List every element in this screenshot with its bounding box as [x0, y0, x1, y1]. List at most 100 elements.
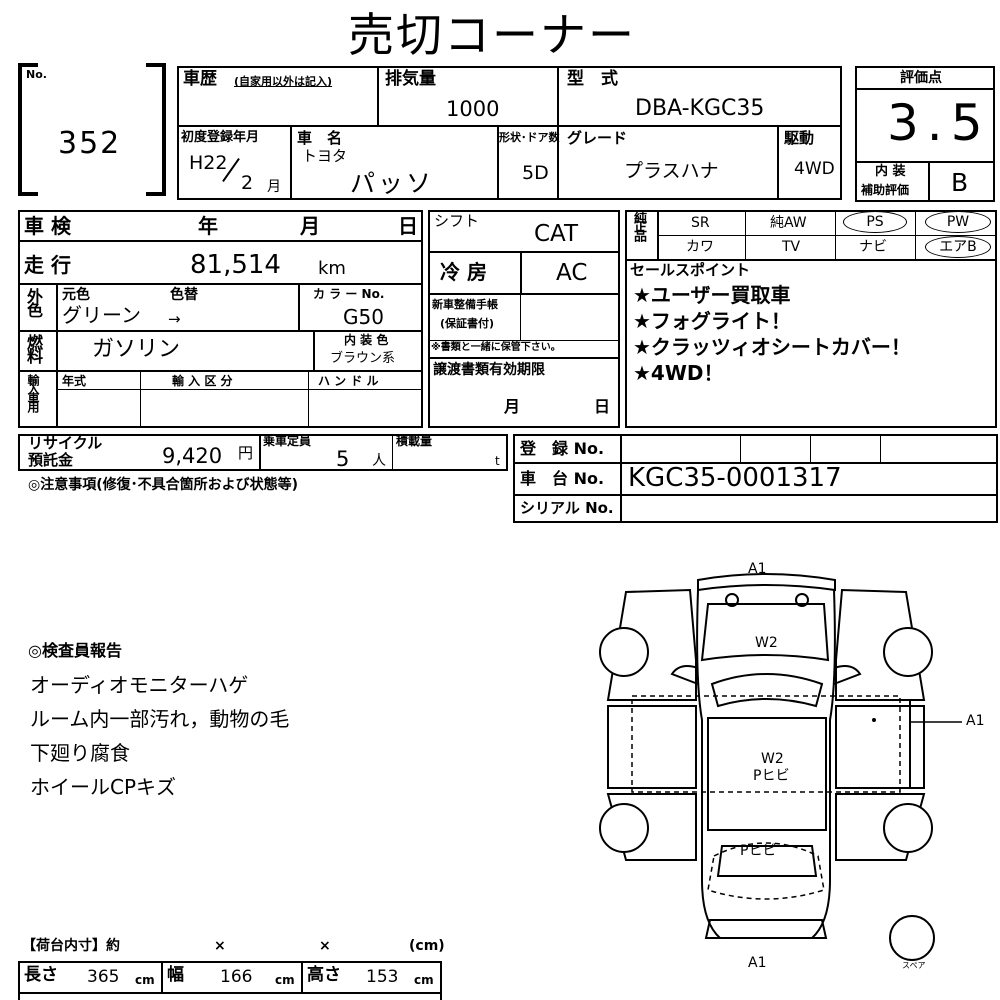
first-reg-month-unit: 月: [267, 179, 281, 195]
warranty-label: 新車整備手帳: [432, 298, 498, 311]
chassis-label: 車 台 No.: [520, 469, 605, 488]
inspector-line-4: ホイールCPキズ: [30, 775, 177, 799]
grade-label: グレード: [567, 129, 628, 147]
fuel-side-label: 燃料: [24, 334, 43, 362]
warranty-sublabel: (保証書付): [440, 317, 495, 330]
cargo-length: 365: [87, 967, 120, 987]
capacity-unit: 人: [372, 453, 386, 469]
caution-label: ◎注意事項(修復･不具合箇所および状態等): [28, 477, 299, 493]
inspector-line-2: ルーム内一部汚れ，動物の毛: [30, 707, 290, 731]
aircon-label: 冷 房: [440, 260, 487, 284]
interior-score-sublabel: 補助評価: [861, 183, 910, 197]
cargo-height-unit: cm: [414, 973, 434, 987]
warranty-note: ※書類と一緒に保管下さい。: [431, 342, 561, 353]
grade-value: プラスハナ: [624, 160, 719, 182]
diagram-roof-mark-1: W2: [761, 751, 784, 767]
sales-point-1: ★ユーザー買取車: [633, 283, 791, 307]
exterior-side-label: 外色: [24, 288, 43, 316]
exterior-orig-label: 元色: [62, 287, 90, 303]
aircon-value: AC: [556, 260, 588, 286]
inspector-line-1: オーディオモニターハゲ: [30, 673, 249, 697]
score-box: [855, 66, 995, 202]
option-ps: PS: [843, 211, 907, 233]
lot-number: 352: [58, 126, 122, 161]
shift-value: CAT: [534, 221, 579, 247]
import-side-label: 輸入車用: [26, 374, 40, 410]
cargo-height-label: 高さ: [307, 965, 341, 985]
shaken-year: 年: [198, 214, 218, 238]
model-code-label: 型 式: [567, 69, 618, 89]
mileage-unit: km: [318, 258, 346, 279]
shaken-day: 日: [398, 214, 418, 238]
options-grid: [625, 210, 997, 428]
cargo-length-unit: cm: [135, 973, 155, 987]
recycle-unit: 円: [238, 444, 254, 462]
mileage-value: 81,514: [190, 250, 281, 280]
genuine-side-label: 純正品: [631, 211, 646, 238]
load-unit: t: [495, 454, 500, 468]
score-value: 3.5: [887, 94, 991, 152]
color-code-label: カ ラ ー No.: [313, 287, 385, 301]
diagram-roof-mark-2: Pヒビ: [753, 768, 790, 784]
diagram-side-mark: A1: [966, 713, 985, 729]
interior-score-value: B: [951, 168, 969, 197]
sales-point-3: ★クラッツィオシートカバー！: [633, 335, 911, 359]
cargo-x1: ×: [214, 938, 226, 954]
color-code-value: G50: [343, 305, 384, 329]
exterior-arrow: →: [168, 310, 181, 328]
cargo-x2: ×: [319, 938, 331, 954]
cargo-grid: [18, 961, 442, 1000]
lot-label: No.: [26, 68, 47, 81]
first-reg-era: H22: [189, 152, 228, 174]
cargo-unit-label: (cm): [409, 938, 445, 954]
cargo-label: 【荷台内寸】約: [22, 938, 120, 954]
transfer-day: 日: [594, 397, 611, 416]
import-year-label: 年式: [62, 374, 87, 388]
sales-point-4: ★4WD！: [633, 361, 724, 385]
serial-label: シリアル No.: [520, 499, 614, 517]
cargo-width-unit: cm: [275, 973, 295, 987]
drive-value: 4WD: [794, 159, 835, 179]
car-name-label: 車 名: [297, 129, 343, 147]
model-code-value: DBA-KGC35: [635, 96, 765, 121]
first-reg-month: 2: [241, 172, 254, 194]
diagram-rear-mark: Pヒビ: [740, 843, 777, 859]
registration-grid: [513, 434, 998, 523]
diagram-bottom-mark: A1: [748, 955, 767, 971]
diagram-spare-label: スペア: [902, 961, 926, 970]
registration-label: 登 録 No.: [520, 439, 605, 458]
transfer-label: 譲渡書類有効期限: [433, 362, 545, 378]
cargo-length-label: 長さ: [24, 965, 58, 985]
sales-points-label: セールスポイント: [630, 261, 751, 279]
exterior-color: グリーン: [62, 303, 141, 327]
import-handle-label: ハ ン ド ル: [318, 374, 379, 388]
doors-label: 形状･ドア数: [499, 131, 560, 144]
displacement-value: 1000: [446, 97, 500, 121]
interior-color-value: ブラウン系: [330, 351, 396, 366]
car-diagram: [599, 573, 962, 961]
page-title: 売切コーナー: [348, 8, 636, 62]
drive-label: 駆動: [784, 129, 815, 147]
exterior-change-label: 色替: [170, 287, 198, 303]
middle-grid: [428, 210, 620, 428]
cargo-height: 153: [366, 967, 399, 987]
recycle-row: [18, 434, 508, 471]
car-name: パッソ: [350, 169, 435, 198]
recycle-value: 9,420: [162, 444, 223, 468]
shaken-month: 月: [300, 214, 320, 238]
interior-color-label: 内 装 色: [344, 333, 389, 347]
recycle-sublabel: 預託金: [28, 451, 74, 469]
option-pw: PW: [925, 211, 991, 233]
inspector-line-3: 下廻り腐食: [30, 741, 130, 765]
transfer-month: 月: [504, 397, 521, 416]
option-leather: カワ: [686, 239, 714, 255]
diagram-hood-mark: W2: [755, 635, 778, 651]
sales-point-2: ★フォグライト！: [633, 309, 791, 333]
capacity-label: 乗車定員: [263, 434, 312, 448]
load-label: 積載量: [396, 434, 433, 448]
lot-box: No. 352: [18, 63, 166, 196]
recycle-label: リサイクル: [28, 434, 103, 452]
mileage-label: 走 行: [24, 253, 71, 277]
import-type-label: 輸 入 区 分: [172, 374, 233, 388]
option-navi: ナビ: [859, 239, 887, 255]
